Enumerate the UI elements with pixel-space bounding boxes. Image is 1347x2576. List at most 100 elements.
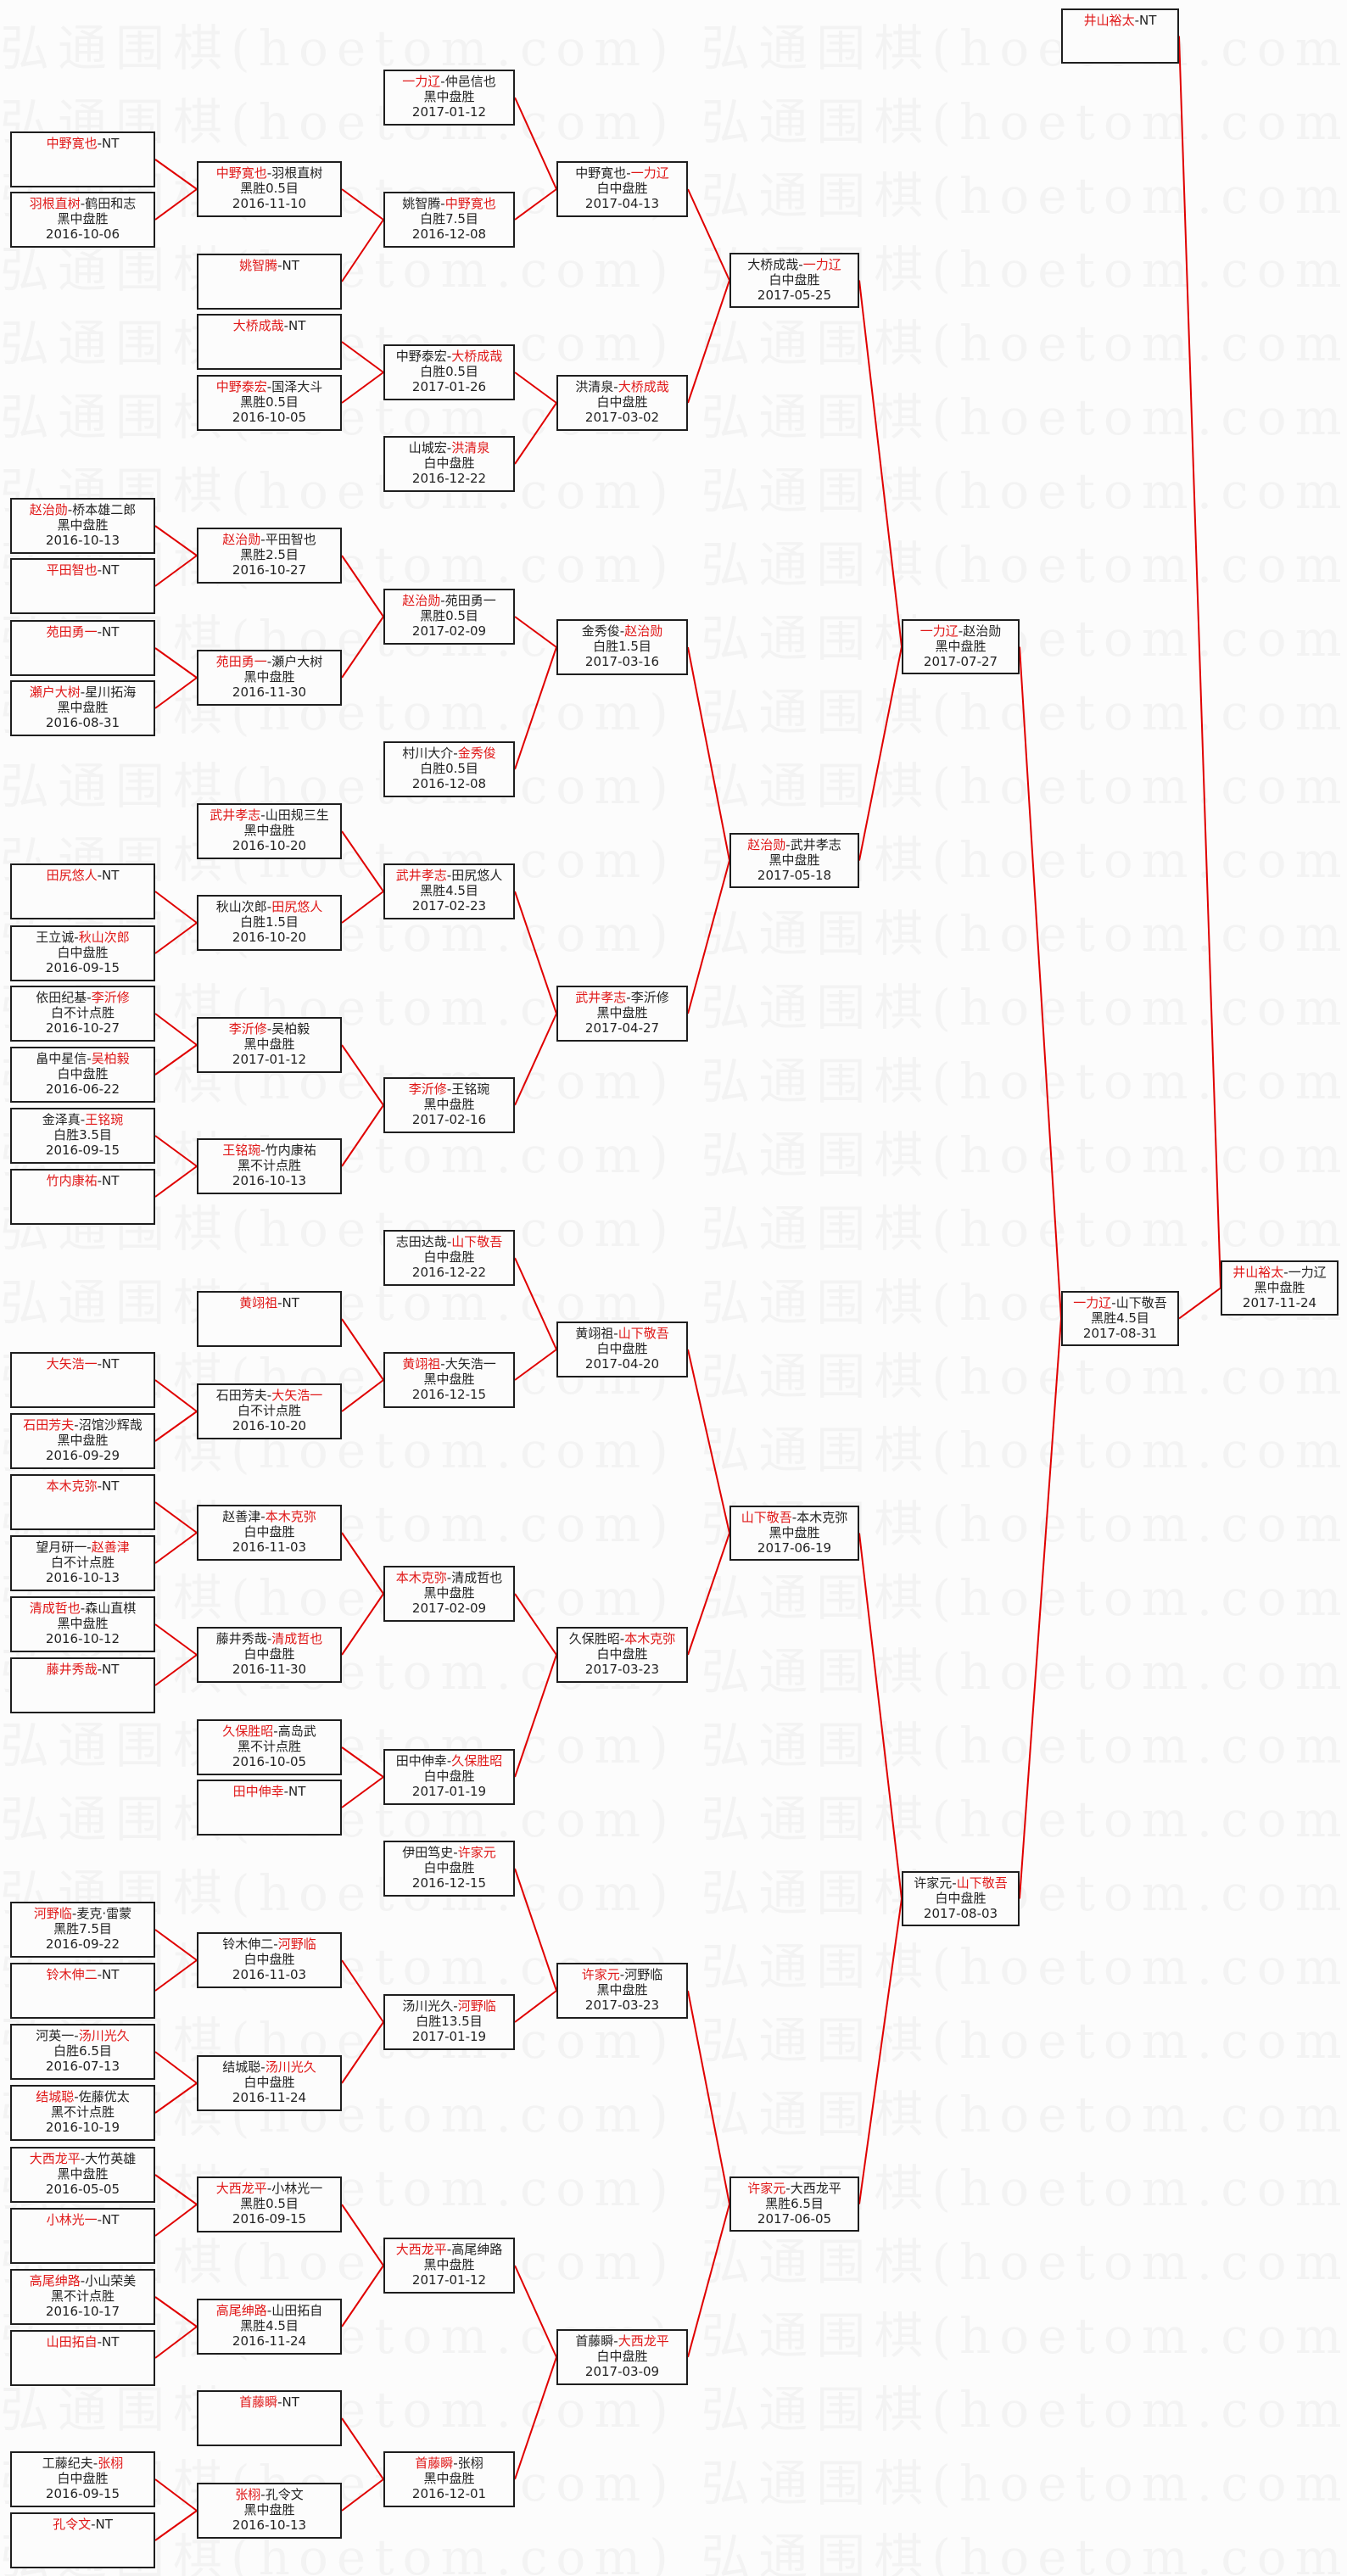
player-black[interactable]: 小林光一 [46,2212,98,2227]
player-white[interactable]: 李沂修 [630,990,669,1005]
player-black[interactable]: 竹内康祐 [46,1173,98,1188]
player-white[interactable]: 李沂修 [91,990,130,1005]
player-black[interactable]: 久保胜昭 [222,1724,274,1739]
player-black[interactable]: 孔令文 [53,2517,92,2532]
player-white[interactable]: 苑田勇一 [444,593,496,608]
player-black[interactable]: 赵善津 [222,1509,261,1524]
player-black[interactable]: 赵治勋 [747,837,786,852]
player-white[interactable]: 赵治勋 [963,623,1002,639]
player-white[interactable]: 赵善津 [91,1539,130,1555]
player-white[interactable]: 一力辽 [630,165,669,181]
player-black[interactable]: 首藤瞬 [239,2394,278,2410]
player-black[interactable]: 村川大介 [402,746,454,761]
player-black[interactable]: 望月研一 [36,1539,87,1555]
player-black[interactable]: 首藤瞬 [575,2333,614,2349]
player-white[interactable]: 大竹英雄 [85,2151,137,2166]
player-black[interactable]: 武井孝志 [575,990,627,1005]
player-black[interactable]: 李沂修 [408,1081,447,1097]
player-black[interactable]: 王铭琬 [222,1143,261,1158]
player-black[interactable]: 洪清泉 [575,379,614,394]
player-white[interactable]: 麦克·雷蒙 [76,1906,132,1921]
player-black[interactable]: 依田纪基 [36,990,87,1005]
player-white[interactable]: 汤川光久 [265,2059,316,2075]
player-black[interactable]: 清成哲也 [29,1601,81,1616]
player-white[interactable]: 森山直棋 [85,1601,137,1616]
player-white[interactable]: 河野临 [277,1936,316,1952]
player-white[interactable]: 竹内康祐 [265,1143,316,1158]
player-white[interactable]: 羽根直树 [271,165,323,181]
match-box-b16[interactable]: 田中伸幸-NT [197,1780,342,1836]
player-black[interactable]: 中野寛也 [46,136,98,151]
match-box-b11[interactable]: 黄翊祖-NT [197,1291,342,1347]
player-black[interactable]: 藤井秀哉 [46,1662,98,1677]
player-white[interactable]: 山下敬吾 [956,1875,1008,1891]
match-box-b21[interactable]: 首藤瞬-NT [197,2390,342,2446]
player-black[interactable]: 畠中星信 [36,1051,87,1066]
match-box-a5[interactable]: 苑田勇一-NT [10,620,155,676]
player-white[interactable]: 佐藤优太 [78,2089,130,2104]
player-black[interactable]: 工藤纪夫 [42,2456,93,2471]
player-black[interactable]: 秋山次郎 [215,899,267,914]
player-black[interactable]: 山田拓自 [46,2334,98,2350]
player-white[interactable]: 田尻悠人 [271,899,323,914]
player-black[interactable]: 一力辽 [919,623,959,639]
player-white[interactable]: 久保胜昭 [451,1753,503,1769]
player-white[interactable]: 秋山次郎 [78,930,130,945]
player-black[interactable]: 藤井秀哉 [215,1631,267,1646]
player-black[interactable]: 大桥成哉 [747,257,799,272]
player-white[interactable]: 吴柏毅 [271,1021,310,1037]
player-black[interactable]: 田中伸幸 [232,1784,284,1799]
player-white[interactable]: 吴柏毅 [91,1051,130,1066]
player-white[interactable]: 平田智也 [265,532,316,547]
player-white[interactable]: 孔令文 [265,2487,304,2502]
player-black[interactable]: 山下敬吾 [741,1510,792,1525]
player-white[interactable]: 山田拓自 [271,2303,323,2318]
player-black[interactable]: 平田智也 [46,562,98,578]
player-white[interactable]: 河野临 [457,1998,496,2014]
player-black[interactable]: 石田芳夫 [23,1417,75,1433]
player-black[interactable]: 大矢浩一 [46,1356,98,1372]
player-white[interactable]: 仲邑信也 [444,74,496,89]
player-black[interactable]: 河野临 [33,1906,72,1921]
player-white[interactable]: 沼馆沙辉哉 [78,1417,143,1433]
player-black[interactable]: 一力辽 [402,74,441,89]
player-white[interactable]: 一力辽 [1288,1265,1327,1280]
player-black[interactable]: 武井孝志 [395,868,447,883]
player-white[interactable]: 王铭琬 [85,1112,124,1127]
player-white[interactable]: 山下敬吾 [451,1234,503,1249]
player-white[interactable]: 大矢浩一 [271,1388,323,1403]
player-white[interactable]: 大矢浩一 [444,1356,496,1372]
match-box-b3[interactable]: 大桥成哉-NT [197,314,342,370]
player-black[interactable]: 张栩 [235,2487,261,2502]
player-white[interactable]: 清成哲也 [271,1631,323,1646]
